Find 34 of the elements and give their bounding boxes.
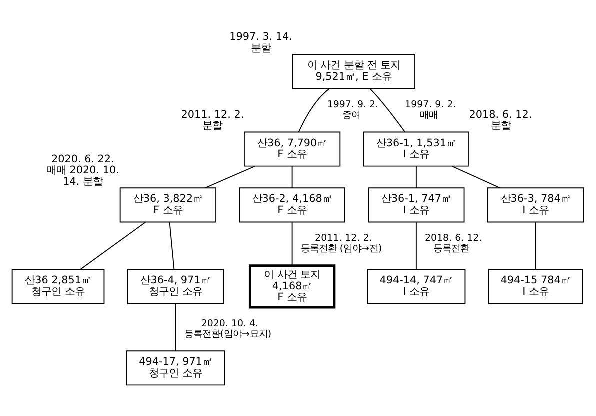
node-box: 산36-1, 1,531㎡ I 소유 (363, 131, 470, 166)
connector (175, 303, 176, 351)
node-box: 산36-4, 971㎡ 청구인 소유 (127, 268, 224, 304)
node-box: 산36-1, 747㎡ I 소유 (368, 187, 465, 222)
connector (80, 221, 146, 270)
node-box: 산36-3, 784㎡ I 소유 (488, 187, 584, 222)
node-box: 494-15 784㎡ I 소유 (488, 268, 584, 304)
node-label: 2020. 6. 22. 매매 2020. 10. 14. 분할 (46, 152, 120, 188)
node-label: 2018. 6. 12. 분할 (469, 108, 532, 132)
connector (452, 165, 500, 188)
node-box: 494-17, 971㎡ 청구인 소유 (126, 350, 226, 386)
connector (169, 222, 175, 270)
connector (535, 222, 536, 270)
node-box: 이 사건 토지 4,168㎡ F 소유 (248, 264, 336, 308)
node-box: 산36, 7,790㎡ F 소유 (244, 131, 341, 166)
edge-label: 2020. 10. 4. 등록전환(임야→묘지) (184, 318, 272, 340)
connector (416, 165, 417, 188)
node-label: 1997. 3. 14. 분할 (230, 30, 292, 54)
node-box: 494-14, 747㎡ I 소유 (367, 268, 466, 304)
edge-label: 1997. 9. 2. 증여 (327, 99, 379, 121)
edge-label: 2011. 12. 2. 등록전환 (임야→전) (300, 232, 382, 254)
connector (204, 165, 256, 188)
connector (292, 165, 293, 188)
connector (292, 222, 293, 266)
connector (370, 88, 406, 132)
connector (298, 88, 330, 132)
connector (416, 222, 417, 270)
node-box: 산36, 3,822㎡ F 소유 (120, 187, 217, 222)
edge-label: 2018. 6. 12. 등록전환 (424, 232, 482, 254)
node-box: 산36-2, 4,168㎡ F 소유 (239, 187, 346, 222)
node-box: 산36 2,851㎡ 청구인 소유 (12, 268, 105, 304)
node-label: 2011. 12. 2. 분할 (181, 108, 244, 132)
edge-label: 1997. 9. 2. 매매 (405, 99, 456, 121)
node-box: 이 사건 분할 전 토지 9,521㎡, E 소유 (292, 54, 416, 89)
